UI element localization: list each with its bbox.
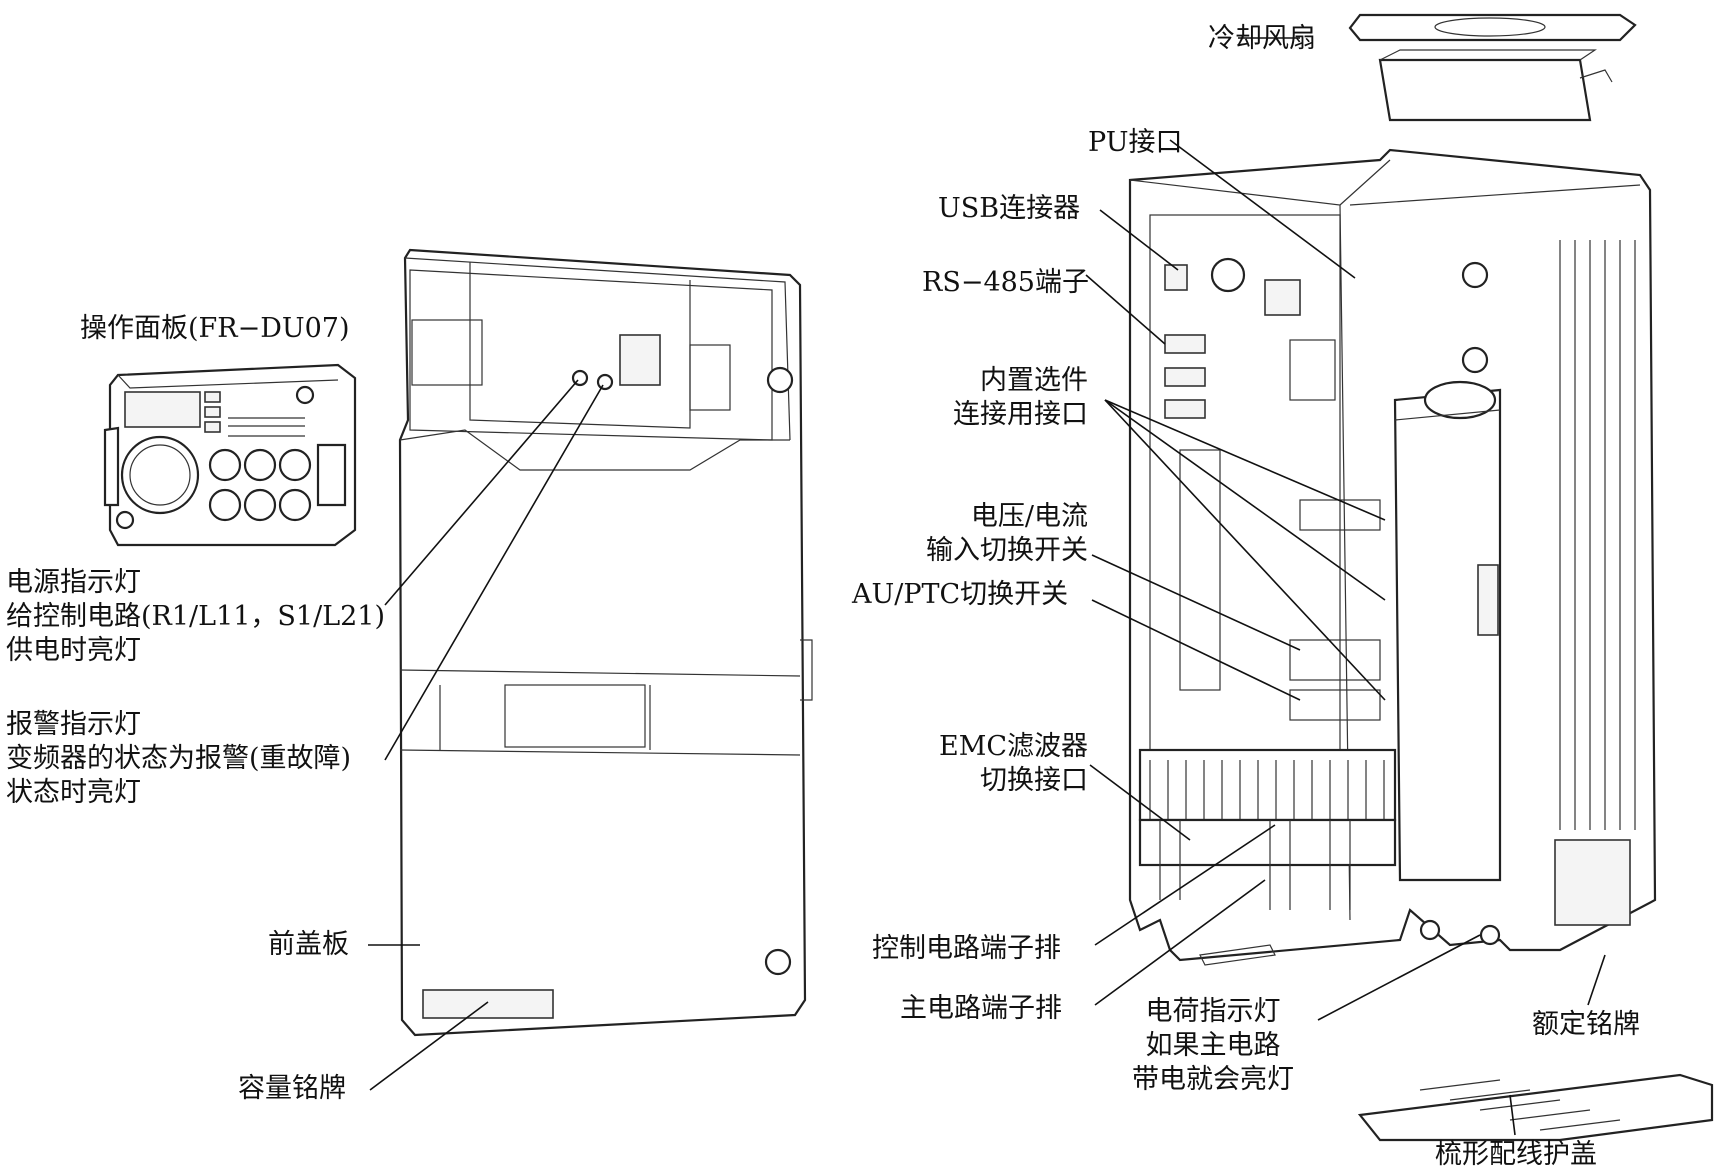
option-connector-line-2: 连接用接口 [953, 399, 1088, 430]
capacity-plate-label: 容量铭牌 [238, 1073, 346, 1104]
charge-lamp-line-3: 带电就会亮灯 [1132, 1064, 1294, 1095]
control-terminal-block-label: 控制电路端子排 [872, 933, 1061, 964]
rating-plate-label: 额定铭牌 [1532, 1009, 1640, 1040]
power-lamp-line-1: 电源指示灯 [6, 567, 141, 598]
comb-cover-drawing [1357, 1073, 1714, 1142]
cooling-fan-drawing [1348, 13, 1637, 122]
cooling-fan-label: 冷却风扇 [1208, 23, 1316, 54]
emc-filter-label: EMC滤波器 切换接口 [900, 730, 1088, 798]
usb-connector-label: USB连接器 [938, 193, 1081, 224]
heatsink-fins [1559, 240, 1636, 830]
alarm-lamp-label: 报警指示灯 变频器的状态为报警(重故障) 状态时亮灯 [6, 708, 351, 810]
rs485-terminal-block [1164, 334, 1206, 419]
power-lamp-line-2: 给控制电路(R1/L11，S1/L21) [6, 601, 386, 632]
voltage-current-switch-line-1: 电压/电流 [970, 501, 1088, 532]
charge-lamp-line-2: 如果主电路 [1145, 1030, 1281, 1061]
main-terminal-block-label: 主电路端子排 [900, 993, 1062, 1024]
alarm-lamp-line-1: 报警指示灯 [6, 709, 141, 740]
au-ptc-switch-label: AU/PTC切换开关 [852, 579, 1069, 610]
alarm-lamp-line-2: 变频器的状态为报警(重故障) [6, 743, 352, 774]
operation-panel-label: 操作面板(FR−DU07) [80, 313, 350, 344]
rs485-terminal-label: RS−485端子 [922, 267, 1089, 298]
emc-filter-line-1: EMC滤波器 [938, 731, 1088, 762]
operation-panel-drawing [103, 363, 357, 547]
emc-filter-line-2: 切换接口 [980, 765, 1088, 796]
charge-lamp-line-1: 电荷指示灯 [1145, 996, 1281, 1027]
pu-port-label: PU接口 [1088, 127, 1183, 158]
inverter-body-drawing [1128, 148, 1657, 966]
voltage-current-switch-label: 电压/电流 输入切换开关 [880, 500, 1088, 568]
front-cover-drawing [398, 248, 813, 1037]
terminal-block [1138, 748, 1397, 910]
option-connector-line-1: 内置选件 [980, 365, 1088, 396]
charge-lamp-label: 电荷指示灯 如果主电路 带电就会亮灯 [1108, 995, 1318, 1097]
power-lamp-label: 电源指示灯 给控制电路(R1/L11，S1/L21) 供电时亮灯 [6, 566, 385, 668]
voltage-current-switch-line-2: 输入切换开关 [926, 535, 1088, 566]
alarm-lamp-line-3: 状态时亮灯 [6, 777, 141, 808]
power-lamp-line-3: 供电时亮灯 [6, 635, 141, 666]
leader-lines [368, 37, 1606, 1136]
comb-cover-label: 梳形配线护盖 [1435, 1139, 1597, 1170]
front-cover-label: 前盖板 [268, 929, 349, 960]
option-connector-label: 内置选件 连接用接口 [900, 364, 1088, 432]
